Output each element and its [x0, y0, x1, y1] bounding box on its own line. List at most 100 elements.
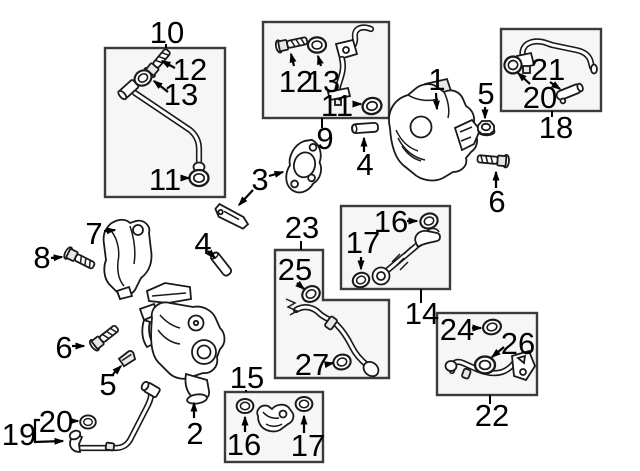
seal-16-in-box15 — [235, 397, 255, 415]
hose-23-end-fitting — [362, 360, 380, 378]
turbo-2-body — [150, 301, 226, 380]
callout-13-box10[interactable]: 13 — [164, 77, 198, 112]
leader-b22-26 — [490, 346, 505, 358]
callout-27-box23[interactable]: 27 — [295, 347, 329, 382]
leader-5-left — [112, 364, 123, 375]
flange-15-contours — [262, 411, 283, 427]
callout-6-right[interactable]: 6 — [488, 184, 505, 219]
turbo-coolant-hose-assembly-23 — [285, 281, 380, 378]
leader-b18-21 — [549, 81, 562, 90]
turbo-2-flange — [145, 282, 192, 304]
heat-shield-7 — [102, 218, 153, 301]
callout-26-box22[interactable]: 26 — [501, 326, 535, 361]
tube-19-core — [78, 393, 153, 450]
callout-11-box9[interactable]: 11 — [321, 88, 353, 123]
callout-19[interactable]: 19 — [2, 417, 36, 452]
callout-10[interactable]: 10 — [150, 15, 184, 50]
callout-22[interactable]: 22 — [475, 398, 509, 433]
vacuum-tube-assembly-19 — [68, 380, 161, 453]
turbo-2-outlet-bore — [196, 344, 212, 360]
tube-9-lower-core — [335, 57, 345, 93]
tube-18-end-nub — [590, 63, 598, 75]
callout-8[interactable]: 8 — [33, 240, 50, 275]
hose-22-flange-slot — [516, 354, 527, 365]
callout-18[interactable]: 18 — [539, 110, 573, 145]
hose-22-left-fitting — [444, 360, 458, 372]
callout-20-left[interactable]: 20 — [39, 404, 73, 439]
heat-shield-7-contours — [111, 225, 136, 287]
callout-16-box14[interactable]: 16 — [374, 204, 408, 239]
callout-leaders — [33, 44, 562, 445]
turbo-2-downpipe-mouth — [186, 393, 208, 405]
callout-labels: 10 12 13 11 9 12 13 11 18 20 21 1 5 6 3 … — [2, 15, 573, 463]
clip-5-left — [117, 350, 137, 368]
callout-16-box15[interactable]: 16 — [227, 427, 261, 462]
gasket-3-hole-3 — [290, 179, 299, 189]
callout-25-box23[interactable]: 25 — [278, 252, 312, 287]
tube-9-end-fitting — [326, 86, 352, 102]
tube-14-banjo-hole — [376, 271, 386, 281]
coolant-hose-assembly-22 — [444, 316, 537, 382]
turbo-oil-tube-assembly-14 — [349, 210, 441, 291]
turbo-2-actuator-pin — [192, 319, 200, 327]
callout-12-box10[interactable]: 12 — [173, 52, 207, 87]
gasket-13-in-box9 — [306, 36, 328, 54]
callout-15[interactable]: 15 — [230, 360, 264, 395]
tube-19-tab — [104, 441, 116, 452]
turbo-1-bracket-lines — [459, 126, 473, 142]
callout-4-mid[interactable]: 4 — [356, 147, 373, 182]
tube-19-elbow-flange — [68, 429, 82, 441]
heat-shield-7-hole — [132, 224, 144, 236]
callout-6-left[interactable]: 6 — [55, 330, 72, 365]
coolant-tube-assembly-18 — [500, 38, 598, 105]
callout-9[interactable]: 9 — [316, 121, 333, 156]
tube-9-block-hole — [342, 46, 350, 54]
turbo-2-flange-line — [151, 292, 187, 297]
callout-11-box10[interactable]: 11 — [149, 162, 181, 197]
callout-4-left[interactable]: 4 — [194, 226, 211, 261]
tube-14-ridges — [391, 246, 412, 271]
tube-10-core — [133, 91, 201, 164]
heat-shield-7-tab — [115, 285, 134, 301]
turbocharger-1 — [388, 77, 482, 182]
callout-3[interactable]: 3 — [251, 162, 268, 197]
bolt-6-left — [87, 321, 122, 353]
callout-17-box14[interactable]: 17 — [346, 225, 380, 260]
callout-2[interactable]: 2 — [186, 416, 203, 451]
gasket-3 — [214, 138, 322, 230]
turbo-2-ribs — [157, 314, 181, 345]
callout-24-box22[interactable]: 24 — [440, 312, 474, 347]
dowel-4-middle — [350, 121, 380, 135]
tube-18-core — [520, 39, 594, 69]
callout-12-box9[interactable]: 12 — [279, 64, 313, 99]
hose-22-clamp — [461, 367, 472, 380]
callout-17-box15[interactable]: 17 — [291, 428, 325, 463]
seal-26-in-box22 — [473, 355, 497, 375]
hose-23-clamp — [324, 315, 338, 331]
tube-14-hook — [426, 227, 440, 233]
callout-5-right[interactable]: 5 — [477, 76, 494, 111]
callout-1[interactable]: 1 — [428, 62, 445, 97]
leader-b18-20 — [516, 71, 531, 85]
hose-22-flange-hole — [519, 368, 527, 376]
leader-b10-13 — [152, 80, 169, 93]
callout-5-left[interactable]: 5 — [99, 367, 116, 402]
leader-b9-12 — [289, 52, 297, 67]
hose-23-core — [294, 305, 369, 367]
bolt-6-right — [476, 151, 511, 169]
callout-20-box18[interactable]: 20 — [523, 80, 557, 115]
callout-13-box9[interactable]: 13 — [306, 64, 340, 99]
seal-20-left — [79, 414, 97, 430]
leader-19-bracket — [33, 418, 65, 445]
callout-7[interactable]: 7 — [85, 216, 102, 251]
oil-return-tube-assembly-9 — [273, 24, 385, 117]
flange-15-hole — [278, 409, 288, 419]
leader-b9-13 — [316, 54, 324, 67]
callout-21-box18[interactable]: 21 — [531, 52, 565, 87]
oil-supply-tube-assembly-10 — [117, 45, 210, 188]
callout-23[interactable]: 23 — [285, 210, 319, 245]
seal-17-in-box15 — [294, 395, 314, 413]
callout-14[interactable]: 14 — [405, 296, 439, 331]
